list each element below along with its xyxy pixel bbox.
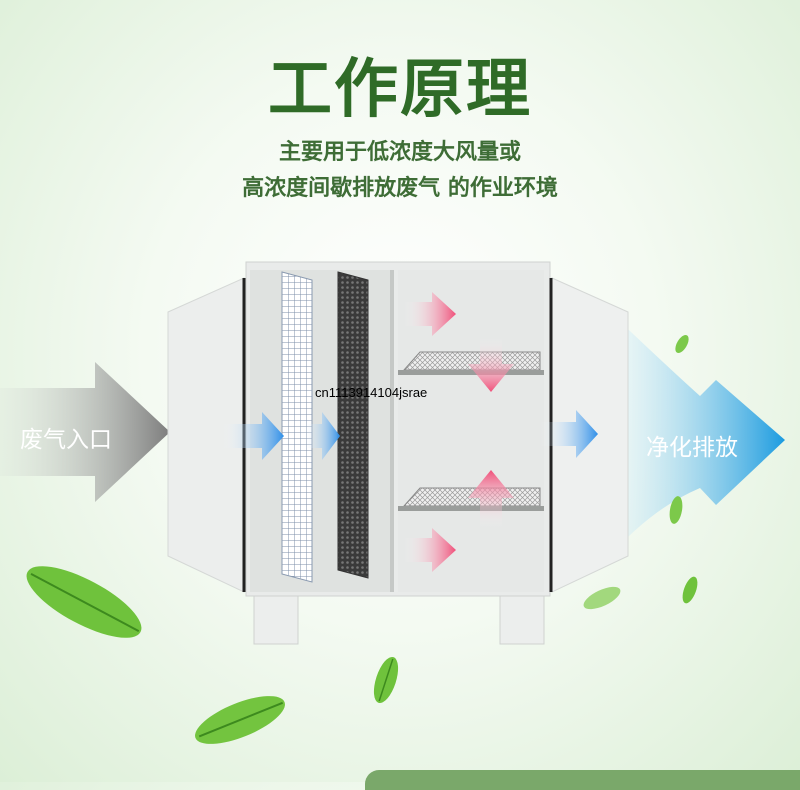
flow-arrow-2 (304, 412, 340, 460)
leaf-2 (195, 696, 285, 744)
leaf-6 (682, 576, 698, 604)
flow-arrow-3 (540, 410, 598, 458)
outlet-arrow (608, 310, 785, 540)
outlet-label: 净化排放 (646, 435, 738, 461)
inlet-arrow (0, 362, 170, 502)
bottom-bar (365, 770, 800, 790)
subtitle-line-2: 高浓度间歇排放废气 的作业环境 (242, 176, 558, 201)
leaf-3 (373, 656, 399, 704)
heat-arrow-1 (404, 292, 456, 336)
heat-arrow-2 (468, 338, 514, 392)
carbon-filter (337, 271, 369, 579)
watermark-text: cn1113914104jsrae (315, 385, 428, 400)
subtitle-line-1: 主要用于低浓度大风量或 (278, 140, 521, 165)
leaf-1 (26, 566, 142, 638)
inlet-label: 废气入口 (20, 427, 112, 453)
leaf-5 (583, 586, 621, 610)
flow-arrow-1 (222, 412, 284, 460)
page-title: 工作原理 (268, 53, 532, 127)
leaf-4 (675, 334, 689, 354)
leg-left (253, 595, 299, 645)
leaf-7 (669, 496, 683, 524)
heat-arrow-4 (404, 528, 456, 572)
mesh-filter (281, 271, 313, 583)
leg-right (499, 595, 545, 645)
heat-arrow-3 (468, 470, 514, 528)
